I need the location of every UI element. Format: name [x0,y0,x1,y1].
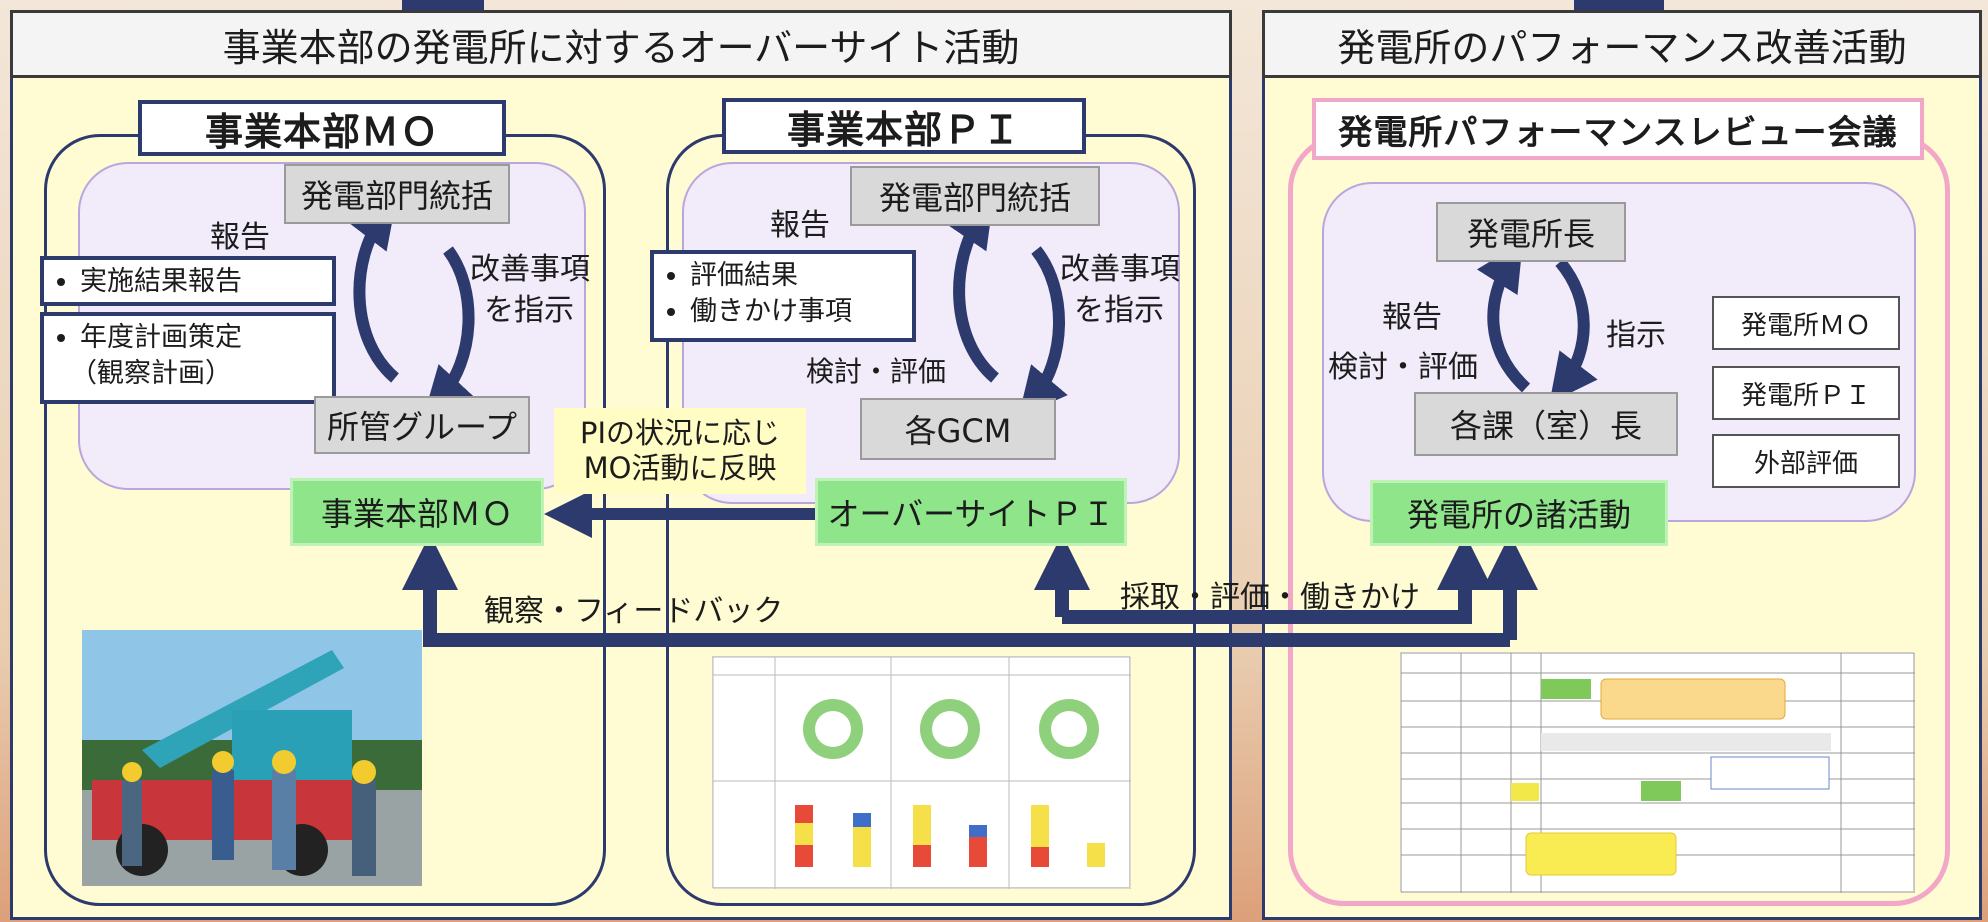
top-tab-right [1574,0,1664,10]
pi-sheet-thumbnail [1400,652,1916,894]
plant-instruct-label: 指示 [1606,318,1666,353]
plant-bottom-box: 各課（室）長 [1414,392,1678,456]
mo-list1: 実施結果報告 [40,256,336,306]
reflect-note: PIの状況に応じ MO活動に反映 [554,408,806,494]
pi-list-item-2: 働きかけ事項 [690,294,900,330]
collect-label: 採取・評価・働きかけ [1120,580,1420,615]
left-header: 事業本部の発電所に対するオーバーサイト活動 [10,10,1232,78]
mo-output-box: 事業本部ＭＯ [290,478,544,546]
pi-list-item-1: 評価結果 [690,258,900,294]
top-tab-left [402,0,484,10]
mo-instruct-label: 改善事項 を指示 [470,250,590,331]
pi-list: 評価結果 働きかけ事項 [650,250,916,342]
mo-instruct-line1: 改善事項 [470,252,590,287]
mo-group-title: 事業本部ＭＯ [138,100,506,156]
pi-chart-thumbnail [712,656,1132,890]
mo-list1-item: 実施結果報告 [80,264,320,300]
pi-instruct-line1: 改善事項 [1060,252,1180,287]
mo-report-label: 報告 [210,220,270,255]
mo-list2-item: 年度計画策定 [80,320,320,356]
pi-report-arrow [946,198,1000,383]
mo-instruct-arrow [423,246,475,416]
right-header: 発電所のパフォーマンス改善活動 [1262,10,1982,78]
mo-instruct-line2: を指示 [484,292,574,328]
plant-review-label: 検討・評価 [1328,350,1478,385]
pi-bottom-box: 各GCM [860,398,1056,460]
collect-horizontal [1062,534,1493,624]
plant-top-box: 発電所長 [1436,202,1626,262]
mo-report-arrow [348,198,400,383]
mo-bottom-box: 所管グループ [314,396,530,454]
pi-top-box: 発電部門統括 [850,166,1100,226]
pi-output-box: オーバーサイトＰＩ [815,478,1127,546]
pi-instruct-line2: を指示 [1074,292,1164,328]
observe-label: 観察・フィードバック [484,594,784,629]
mo-list2: 年度計画策定 （観察計画） [40,312,336,404]
plant-output-box: 発電所の諸活動 [1370,480,1668,546]
mo-list2-subitem: （観察計画） [70,358,232,390]
plant-side-box-mo: 発電所ＭＯ [1712,296,1900,350]
plant-side-box-pi: 発電所ＰＩ [1712,366,1900,420]
mo-top-box: 発電部門統括 [284,164,510,224]
plant-report-label: 報告 [1382,300,1442,335]
pi-review-label: 検討・評価 [806,355,947,388]
plant-instruct-arrow [1549,258,1598,404]
pi-group-title: 事業本部ＰＩ [722,98,1086,154]
plant-side-box-external: 外部評価 [1712,434,1900,488]
pi-report-label: 報告 [770,208,830,243]
reflect-note-line1: PIの状況に応じ [579,416,781,451]
plant-group-title: 発電所パフォーマンスレビュー会議 [1312,98,1924,160]
plant-report-arrow [1476,241,1531,393]
crane-photo [82,630,422,886]
pi-instruct-label: 改善事項 を指示 [1060,250,1180,331]
pi-instruct-arrow [1018,246,1068,417]
reflect-note-line2: MO活動に反映 [583,451,777,485]
observe-line [402,534,1510,647]
